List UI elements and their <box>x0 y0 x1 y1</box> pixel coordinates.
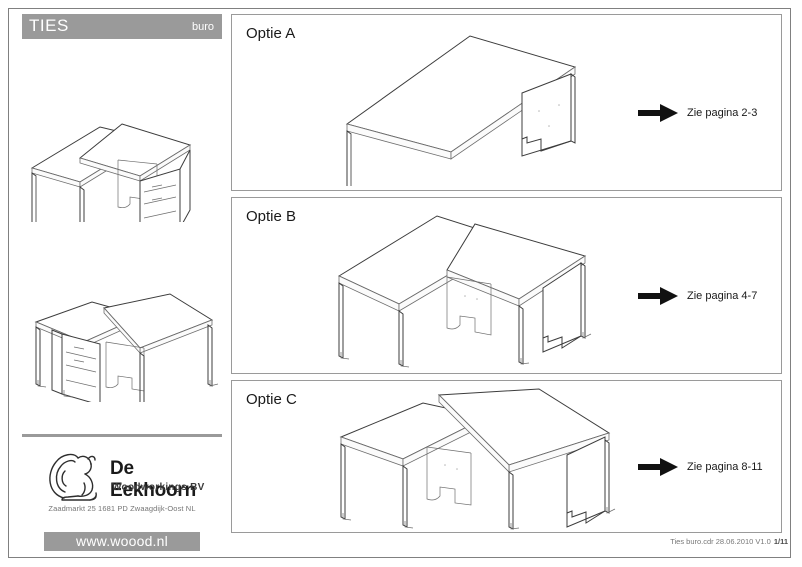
sidebar: TIES buro <box>22 14 222 551</box>
reference-text-c: Zie pagina 8-11 <box>687 461 763 473</box>
brand-name: De Eekhoorn <box>110 458 197 501</box>
website-bar[interactable]: www.woood.nl <box>44 532 200 551</box>
brand-logo-block: De Eekhoorn Woodworkings BV Zaadmarkt 25… <box>22 446 222 518</box>
option-panel-c: Optie C <box>231 380 782 533</box>
right-arrow-icon <box>638 286 678 306</box>
model-name: TIES <box>29 16 69 35</box>
option-label-b: Optie B <box>246 208 297 225</box>
option-illustration-straight-desk <box>327 21 647 186</box>
option-panel-b: Optie B <box>231 197 782 374</box>
footer-page-number: 1/11 <box>773 537 788 546</box>
reference-text-a: Zie pagina 2-3 <box>687 107 758 119</box>
title-bar: TIES buro <box>22 14 222 39</box>
squirrel-icon <box>44 450 106 504</box>
footer-filename: Ties buro.cdr 28.06.2010 V1.0 <box>670 537 771 546</box>
model-variant: buro <box>191 21 214 33</box>
sidebar-illustration-assembled-desk-left-drawer <box>22 272 222 402</box>
option-label-c: Optie C <box>246 391 297 408</box>
reference-a: Zie pagina 2-3 <box>638 103 769 123</box>
reference-text-b: Zie pagina 4-7 <box>687 290 758 302</box>
sidebar-divider <box>22 434 222 437</box>
brand-subtitle: Woodworkings BV <box>112 482 205 493</box>
right-arrow-icon <box>638 103 678 123</box>
brand-address: Zaadmarkt 25 1681 PD Zwaagdijk-Oost NL <box>48 504 196 513</box>
reference-c: Zie pagina 8-11 <box>638 457 769 477</box>
reference-b: Zie pagina 4-7 <box>638 286 769 306</box>
page-border <box>8 8 791 558</box>
option-illustration-l-desk-right <box>327 204 647 369</box>
option-illustration-l-desk-left <box>327 387 647 530</box>
sidebar-illustration-assembled-desk-right-drawer <box>22 92 222 222</box>
right-arrow-icon <box>638 457 678 477</box>
option-panel-a: Optie A <box>231 14 782 191</box>
website-url: www.woood.nl <box>76 533 168 549</box>
option-label-a: Optie A <box>246 25 296 42</box>
